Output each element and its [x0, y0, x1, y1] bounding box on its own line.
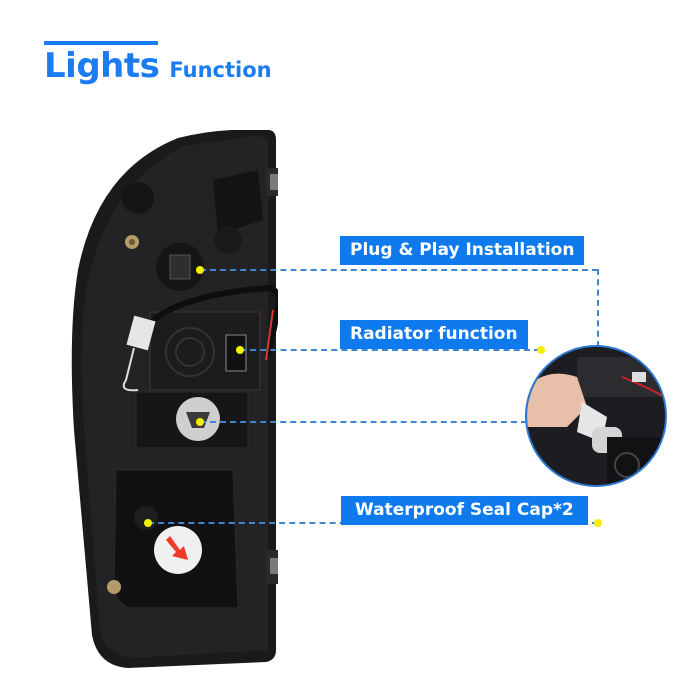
connector-plug-play-vertical [597, 269, 599, 347]
tail-light-product-image [71, 130, 278, 668]
installation-inset-photo [525, 345, 667, 487]
socket-point-dot [196, 418, 204, 426]
radiator-end-dot [537, 346, 545, 354]
radiator-point-dot [236, 346, 244, 354]
title-lights: Lights [44, 46, 160, 86]
seal-cap-point-dot [144, 519, 152, 527]
plug-play-point-dot [196, 266, 204, 274]
connector-radiator [240, 349, 540, 351]
connector-plug-play [200, 269, 598, 271]
label-radiator: Radiator function [340, 320, 528, 349]
title-function: Function [169, 58, 272, 82]
label-seal-cap: Waterproof Seal Cap*2 [341, 496, 588, 525]
page-title: Lights Function [44, 46, 272, 86]
seal-cap-end-dot [594, 519, 602, 527]
title-underline [44, 41, 158, 45]
label-plug-play: Plug & Play Installation [340, 236, 585, 265]
connector-socket [200, 421, 527, 423]
